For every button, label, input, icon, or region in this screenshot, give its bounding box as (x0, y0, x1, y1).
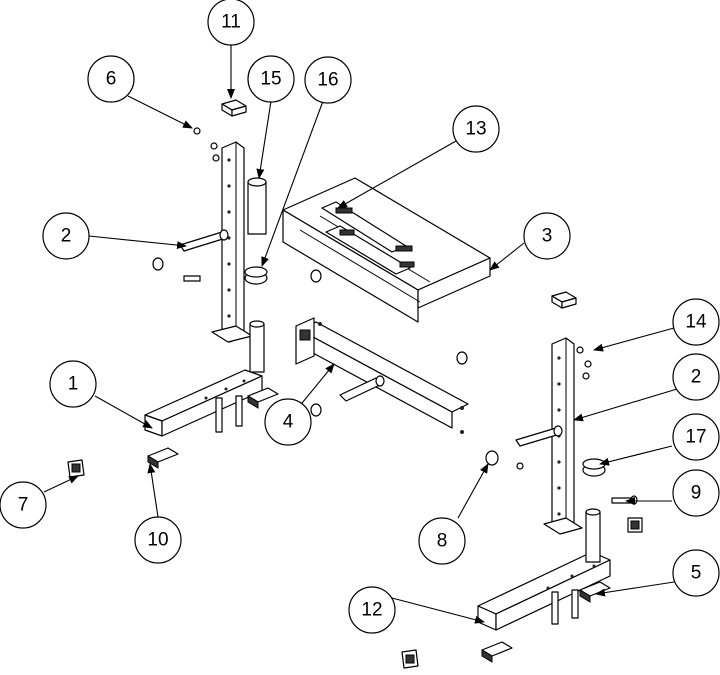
svg-text:12: 12 (361, 600, 382, 621)
callout-4: 4 (264, 398, 312, 446)
callout-15: 15 (247, 55, 295, 103)
right-bolt-9 (611, 495, 638, 505)
right-end-plug (401, 649, 419, 669)
callout-12: 12 (348, 586, 396, 634)
svg-text:8: 8 (437, 531, 448, 552)
callout-3: 3 (523, 212, 571, 260)
callout-2-left: 2 (42, 212, 90, 260)
svg-text:2: 2 (61, 226, 72, 247)
svg-text:13: 13 (465, 119, 486, 140)
cross-beam (295, 317, 469, 434)
callout-7: 7 (0, 481, 47, 529)
callout-10: 10 (134, 516, 182, 564)
callout-8: 8 (418, 517, 466, 565)
loose-nuts (310, 269, 524, 470)
left-upright-washers (210, 142, 220, 162)
left-base-foot (144, 320, 265, 437)
callout-11: 11 (207, 0, 255, 46)
callout-17: 17 (672, 413, 720, 461)
left-sleeve-tube (247, 177, 267, 235)
callout-1: 1 (49, 360, 97, 408)
svg-text:10: 10 (147, 530, 168, 551)
svg-text:1: 1 (68, 374, 79, 395)
left-end-cap (244, 266, 268, 285)
svg-text:17: 17 (685, 427, 706, 448)
svg-text:9: 9 (691, 483, 702, 504)
right-foot-pads (481, 581, 611, 663)
right-upright-washers (576, 346, 592, 380)
svg-text:15: 15 (260, 69, 281, 90)
svg-text:2: 2 (691, 367, 702, 388)
callout-9: 9 (672, 469, 720, 517)
leader-lines (43, 45, 678, 624)
left-bolts-loose (152, 257, 243, 433)
top-tray (282, 177, 491, 323)
callout-14: 14 (672, 298, 720, 346)
left-end-plug (67, 459, 85, 478)
svg-text:7: 7 (18, 495, 29, 516)
left-top-cap (221, 99, 247, 117)
svg-text:5: 5 (691, 563, 702, 584)
svg-text:3: 3 (542, 226, 553, 247)
left-pin-handle (179, 229, 229, 252)
left-foot-pads (147, 387, 279, 469)
right-base-foot (477, 508, 611, 631)
callout-6: 6 (87, 55, 135, 103)
callout-2-right: 2 (672, 353, 720, 401)
right-top-cap (551, 291, 577, 309)
callout-13: 13 (452, 105, 500, 153)
left-bolt-6 (193, 127, 201, 135)
callout-16: 16 (304, 56, 352, 104)
right-bolts-loose (551, 517, 643, 625)
left-upright-post (211, 141, 253, 343)
right-upright-post (543, 337, 583, 535)
svg-text:4: 4 (283, 412, 294, 433)
callout-5: 5 (672, 549, 720, 597)
svg-text:6: 6 (106, 69, 117, 90)
svg-text:16: 16 (317, 70, 338, 91)
svg-text:14: 14 (685, 312, 707, 333)
right-pin-handle (515, 425, 563, 447)
right-end-cap (582, 458, 606, 477)
svg-text:11: 11 (221, 12, 241, 33)
